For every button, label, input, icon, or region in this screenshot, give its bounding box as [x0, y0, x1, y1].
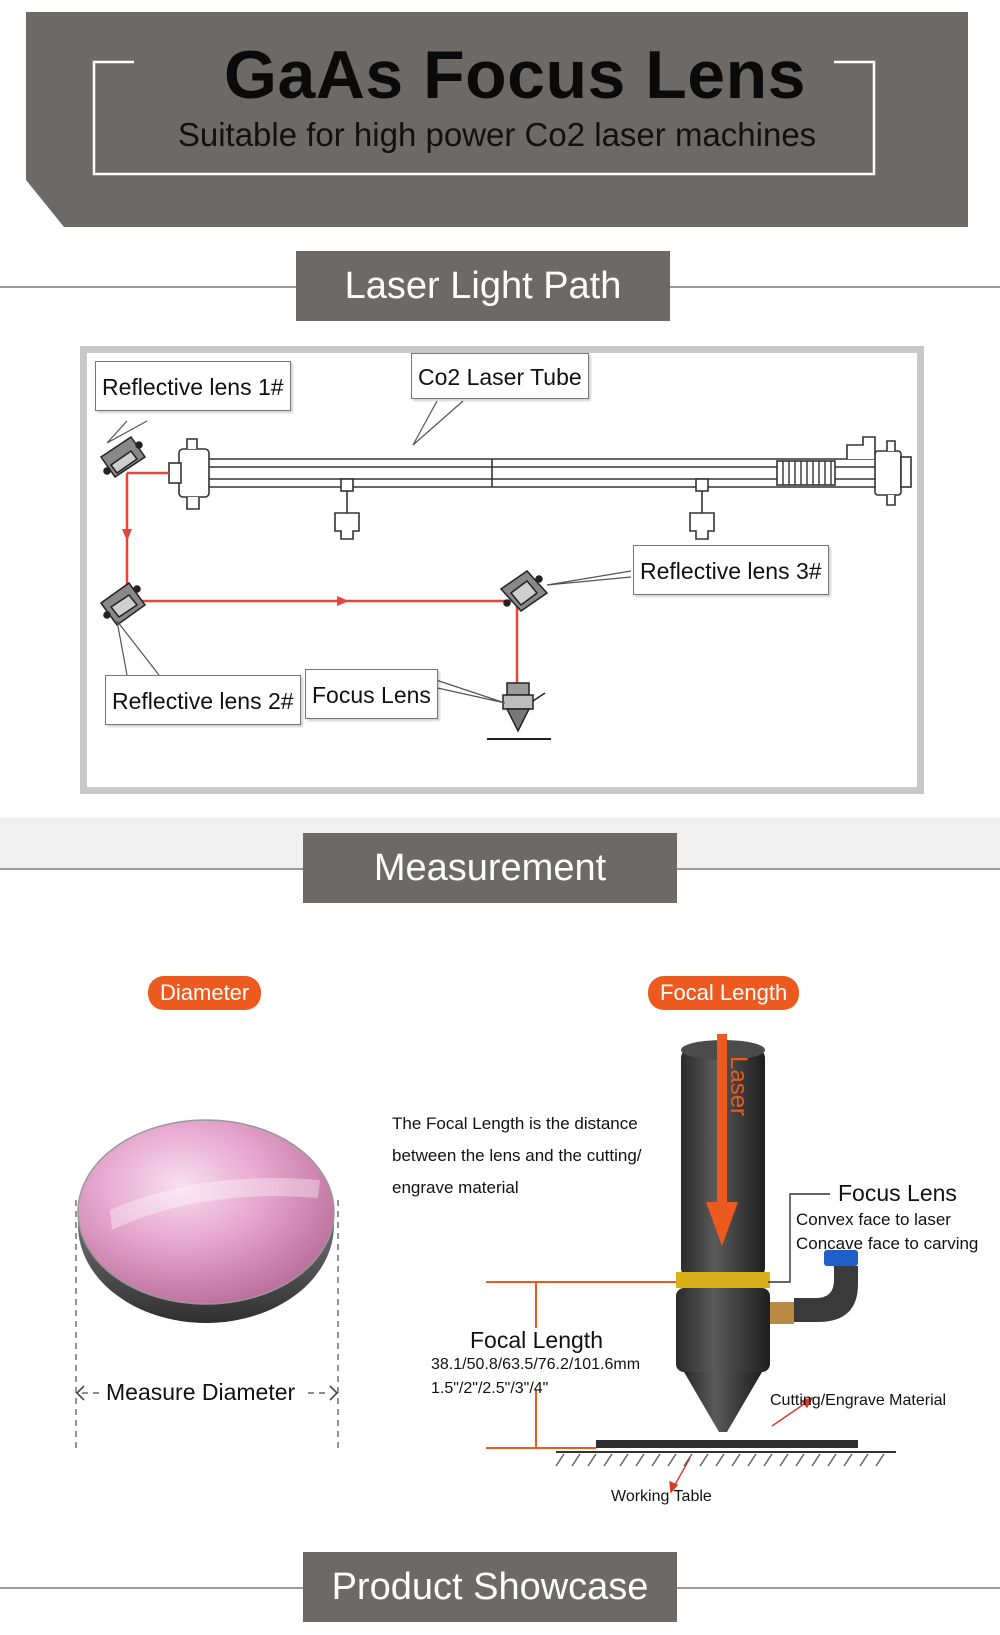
- material-pointers: [669, 1396, 814, 1494]
- callout-reflective-lens-3: Reflective lens 3#: [633, 545, 829, 595]
- page-title: GaAs Focus Lens: [224, 37, 806, 113]
- focal-description-line-1: The Focal Length is the distance: [392, 1114, 638, 1133]
- focus-lens-head: [487, 682, 551, 740]
- banner-background: [26, 12, 968, 227]
- concave-note: Concave face to carving: [796, 1234, 979, 1253]
- page-subtitle: Suitable for high power Co2 laser machin…: [177, 116, 817, 153]
- section-title-light-path: Laser Light Path: [296, 251, 670, 321]
- section-title-measurement: Measurement: [303, 833, 677, 903]
- callout-reflective-lens-2: Reflective lens 2#: [105, 675, 301, 725]
- convex-note: Convex face to laser: [796, 1210, 951, 1229]
- diameter-badge: Diameter: [148, 976, 262, 1010]
- focal-guides: [486, 1281, 686, 1449]
- section-laser-light-path: Laser Light Path: [0, 251, 1000, 321]
- reflective-lens-2-mount: [99, 581, 147, 627]
- focal-values-inch: 1.5"/2"/2.5"/3"/4": [431, 1380, 549, 1397]
- gaas-lens-image: [77, 1119, 335, 1323]
- measurement-drawing: [75, 1034, 896, 1494]
- measure-diameter-label: Measure Diameter: [104, 1379, 298, 1406]
- focal-description-line-2: between the lens and the cutting/: [392, 1146, 642, 1165]
- focal-values-mm: 38.1/50.8/63.5/76.2/101.6mm: [431, 1356, 641, 1373]
- laser-beam: [125, 471, 519, 693]
- reflective-lens-3-mount: [499, 570, 549, 612]
- laser-path-drawing: [99, 400, 912, 740]
- reflective-lens-1-mount: [99, 435, 147, 479]
- laser-label: Laser: [725, 1056, 752, 1117]
- beam-arrows: [122, 529, 349, 606]
- callout-leaders: [106, 400, 632, 704]
- focal-length-badge: Focal Length: [648, 976, 800, 1010]
- callout-co2-laser-tube: Co2 Laser Tube: [411, 353, 589, 399]
- cutting-material-label: Cutting/Engrave Material: [770, 1392, 947, 1409]
- laser-path-diagram: Reflective lens 1# Co2 Laser Tube Reflec…: [80, 346, 924, 794]
- header-banner: GaAs Focus Lens Suitable for high power …: [26, 12, 968, 227]
- diameter-guides: [75, 1200, 339, 1448]
- focus-lens-title: Focus Lens: [838, 1180, 957, 1206]
- section-measurement: Measurement: [0, 833, 1000, 903]
- co2-laser-tube: [168, 436, 912, 540]
- focal-description-line-3: engrave material: [392, 1178, 519, 1197]
- section-title-showcase: Product Showcase: [303, 1552, 677, 1622]
- callout-reflective-lens-1: Reflective lens 1#: [95, 361, 291, 411]
- working-table: [555, 1440, 896, 1467]
- focal-length-title: Focal Length: [470, 1327, 603, 1353]
- laser-arrow: [706, 1034, 738, 1246]
- working-table-label: Working Table: [611, 1488, 712, 1505]
- section-product-showcase: Product Showcase: [0, 1552, 1000, 1622]
- callout-focus-lens: Focus Lens: [305, 669, 438, 719]
